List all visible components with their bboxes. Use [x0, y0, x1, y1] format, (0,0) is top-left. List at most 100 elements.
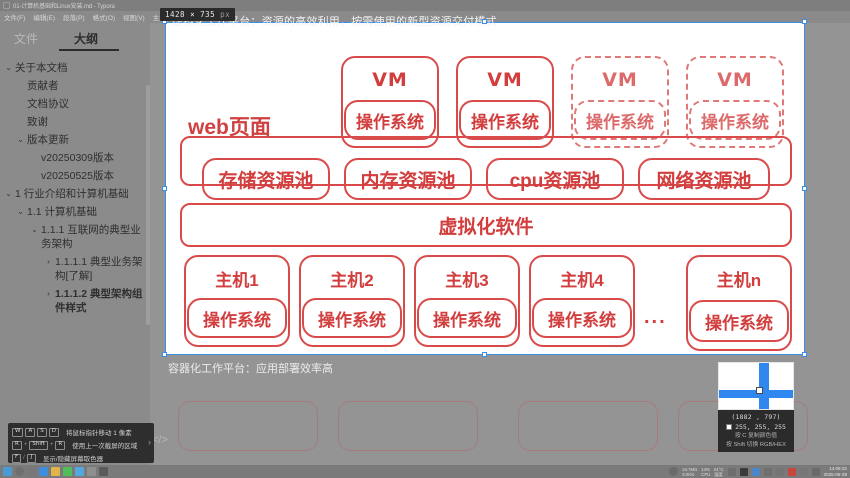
qq-icon[interactable] [75, 467, 84, 476]
folder-icon[interactable] [51, 467, 60, 476]
magnifier-pixel-band-horizontal [719, 390, 793, 398]
outline-item[interactable]: 致谢 [0, 113, 150, 131]
task-view-icon[interactable] [27, 467, 36, 476]
key-separator: / [23, 455, 25, 461]
outline-item[interactable]: ›1.1.1.1 典型业务架构[了解] [0, 253, 150, 285]
selection-handle-s[interactable] [482, 352, 487, 357]
taskbar: 24.7M/s 6.0K/s 14% CPU 61°C 温度 14:09:22 … [0, 465, 850, 478]
ghost-diagram-shape-3 [518, 401, 658, 451]
key-cap: A [25, 427, 36, 437]
key-cap: J [26, 453, 36, 463]
cursor-coordinate: (1882 , 797) [731, 413, 781, 421]
key-cap: D [48, 427, 59, 437]
menu-item-view[interactable]: 视图(V) [123, 15, 145, 22]
host-card-3: 主机3 [414, 255, 520, 347]
key-cap: F [12, 453, 22, 463]
outline-item[interactable]: ⌄关于本文档 [0, 59, 150, 77]
windows-start-icon[interactable] [3, 467, 12, 476]
chevron-down-icon[interactable]: ⌄ [5, 189, 12, 198]
menu-item-format[interactable]: 格式(O) [92, 15, 116, 22]
taskbar-launcher [0, 467, 108, 476]
editor-caption-container: 容器化工作平台：应用部署效率高 [168, 363, 333, 375]
selection-handle-w[interactable] [162, 186, 167, 191]
shortcut-hint-text: 显示/隐藏屏幕取色器 [42, 456, 104, 463]
menu-item-file[interactable]: 文件(F) [4, 15, 26, 22]
outline-item[interactable]: ⌄1.1 计算机基础 [0, 203, 150, 221]
selection-size-value: 1428 × 735 [165, 10, 216, 19]
host-card-4: 主机4 [529, 255, 635, 347]
chevron-right-icon[interactable]: › [148, 437, 151, 447]
outline-item[interactable]: ⌄1 行业介绍和计算机基础 [0, 185, 150, 203]
sidebar-tabs: 文件 大纲 [0, 23, 150, 53]
host-card-n: 主机n [686, 255, 792, 351]
picker-hint-copy: 按 C 复制颜色值 [734, 433, 778, 439]
outline-item[interactable]: ⌄版本更新 [0, 131, 150, 149]
code-toggle-icon[interactable]: </> [152, 434, 168, 446]
screen-magnifier [718, 362, 794, 410]
typora-icon[interactable] [87, 467, 96, 476]
clock[interactable]: 14:09:22 2025-05-28 [824, 466, 848, 477]
vm-label: VM [372, 69, 408, 91]
selection-handle-se[interactable] [802, 352, 807, 357]
wechat-icon[interactable] [63, 467, 72, 476]
chevron-down-icon[interactable]: ⌄ [17, 135, 24, 144]
shield-icon[interactable] [787, 467, 796, 476]
host-os-3: 操作系统 [417, 298, 517, 338]
cpu-stat: 14% CPU [701, 467, 710, 477]
outline-item-label: 关于本文档 [15, 62, 68, 74]
cpu-value: 14% [701, 466, 710, 472]
pool-network: 网络资源池 [638, 158, 770, 200]
vm-os-3: 操作系统 [574, 100, 666, 140]
chevron-right-icon[interactable]: › [47, 257, 50, 266]
screen-icon[interactable] [739, 467, 748, 476]
tab-outline[interactable]: 大纲 [74, 31, 99, 46]
temperature-stat: 61°C 温度 [714, 467, 723, 477]
input-method-icon[interactable] [811, 467, 820, 476]
outline-item-label: 版本更新 [27, 134, 69, 146]
outline-item[interactable]: ›1.1.1.2 典型架构组件样式 [0, 285, 150, 317]
terminal-icon[interactable] [99, 467, 108, 476]
sidebar-scrollbar[interactable] [146, 85, 150, 325]
chevron-down-icon[interactable]: ⌄ [5, 63, 12, 72]
system-monitor-icon[interactable] [669, 467, 679, 476]
settings-icon[interactable] [775, 467, 784, 476]
menu-item-paragraph[interactable]: 段落(P) [62, 15, 85, 22]
selection-handle-e[interactable] [802, 186, 807, 191]
outline-item-label: 贡献者 [27, 80, 59, 92]
picker-hint-toggle: 按 Shift 切换 RGB/HEX [726, 441, 786, 448]
outline-item[interactable]: 文档协议 [0, 95, 150, 113]
selection-handle-ne[interactable] [802, 19, 807, 24]
outline-item[interactable]: v20250525版本 [0, 167, 150, 185]
vm-os-4: 操作系统 [689, 100, 781, 140]
search-icon[interactable] [15, 467, 24, 476]
volume-icon[interactable] [763, 467, 772, 476]
color-swatch [726, 424, 733, 430]
chevron-down-icon[interactable]: ⌄ [31, 225, 38, 234]
network-up-value: 6.0K/s [682, 471, 695, 477]
tab-files[interactable]: 文件 [14, 31, 39, 46]
chevron-up-icon[interactable] [727, 467, 736, 476]
chevron-down-icon[interactable]: ⌄ [17, 207, 24, 216]
outline-item[interactable]: v20250309版本 [0, 149, 150, 167]
rgb-value: 255, 255, 255 [735, 423, 786, 431]
browser-icon[interactable] [39, 467, 48, 476]
host-os-4: 操作系统 [532, 298, 632, 338]
menu-item-edit[interactable]: 编辑(E) [33, 15, 55, 22]
vm-os-1: 操作系统 [344, 100, 436, 140]
chevron-right-icon[interactable]: › [47, 289, 50, 298]
virtualization-software-label: 虚拟化软件 [438, 216, 534, 238]
selection-handle-sw[interactable] [162, 352, 167, 357]
selection-handle-n[interactable] [482, 19, 487, 24]
outline-item[interactable]: ⌄1.1.1 互联网的典型业务架构 [0, 221, 150, 253]
vm-card-3: VM [571, 56, 669, 148]
network-icon[interactable] [751, 467, 760, 476]
battery-icon[interactable] [799, 467, 808, 476]
screenshot-selection-region[interactable]: web页面 VM 操作系统 VM 操作系统 VM 操作系统 [165, 22, 805, 355]
host-card-1: 主机1 [184, 255, 290, 347]
vm-card-2: VM [456, 56, 554, 148]
outline-item-label: v20250309版本 [41, 152, 114, 164]
outline-item[interactable]: 贡献者 [0, 77, 150, 95]
